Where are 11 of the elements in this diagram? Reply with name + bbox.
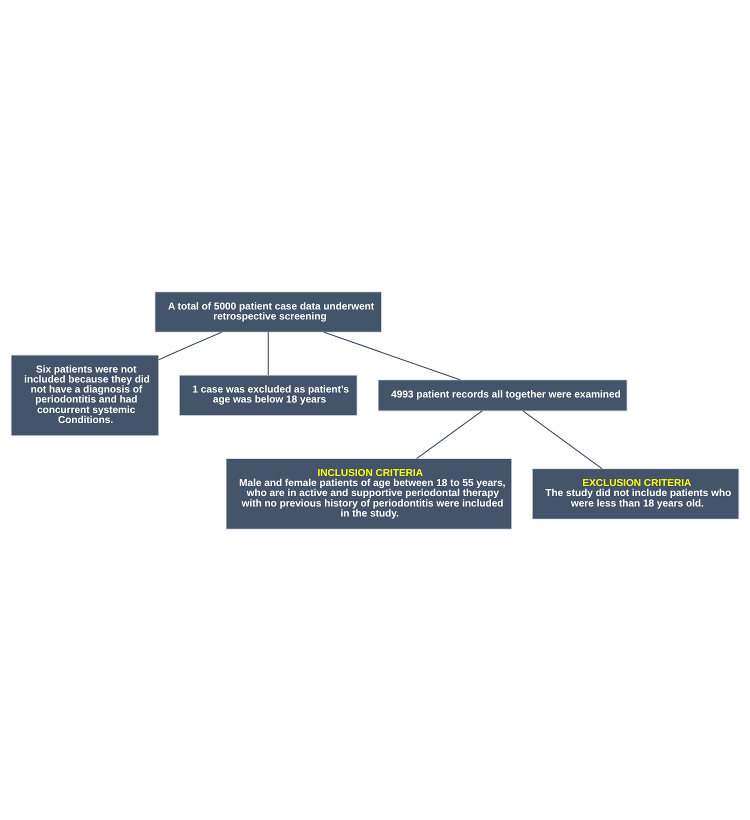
node-box: EXCLUSION CRITERIA The study did not include patients who were less than 18 years old.: [532, 468, 740, 519]
node-box: 4993 patient records all together were examined: [378, 379, 628, 411]
node-box: A total of 5000 patient case data underwent retrospective screening: [154, 291, 382, 332]
connector: [522, 410, 602, 469]
node-box: Six patients were not included because they did not have a diagnosis of periodontitis and had concurrent systemic Conditions.: [10, 354, 159, 436]
node-box: 1 case was excluded as patient’s age was below 18 years: [179, 374, 358, 416]
connector: [324, 331, 460, 380]
node-box: INCLUSION CRITERIA Male and female patients of age between 18 to 55 years, who are in active and supportive periodontal therapy with no previous history of periodontitis were included in the study.: [226, 458, 512, 529]
connector: [158, 331, 222, 360]
connector: [268, 332, 269, 375]
connector: [416, 410, 483, 458]
